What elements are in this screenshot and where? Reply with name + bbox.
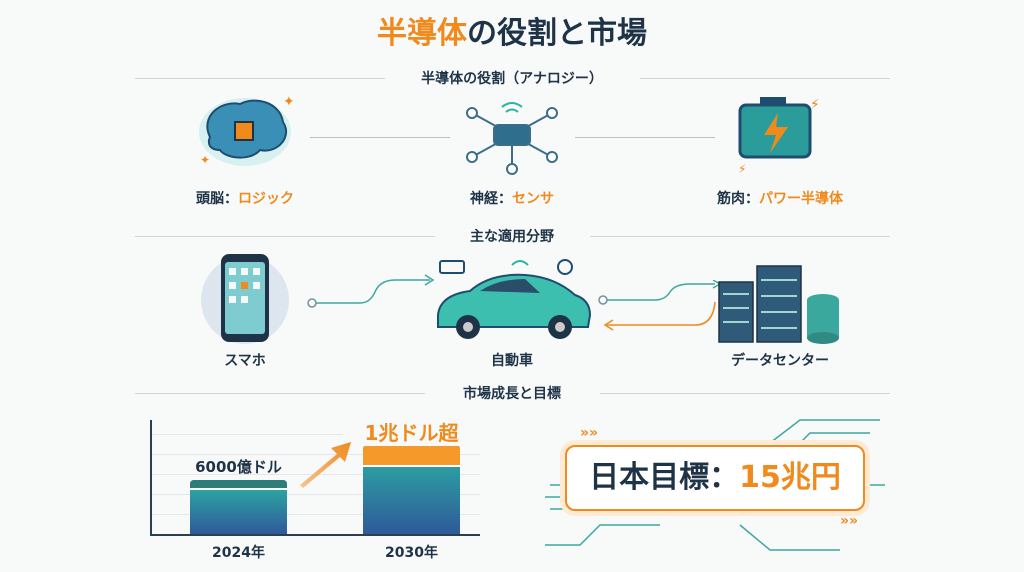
connector-line: [310, 137, 450, 138]
flow-arrow-bidirectional: [598, 280, 722, 331]
divider: [135, 78, 385, 79]
application-label: 自動車: [491, 353, 533, 369]
svg-text:»»: »»: [840, 513, 858, 529]
y-axis: [150, 420, 152, 536]
market-bar-chart: 6000億ドル 2024年 1兆ドル超 2030年: [150, 416, 480, 561]
brain-chip-icon: ✦✦: [199, 94, 295, 167]
application-label: データセンター: [731, 353, 829, 369]
gridline: [152, 514, 480, 515]
divider: [590, 236, 890, 237]
role-label-logic: 頭脳：ロジック: [196, 191, 294, 207]
svg-text:✦: ✦: [200, 153, 210, 167]
growth-arrow-icon: [300, 442, 351, 488]
connector-line: [575, 137, 715, 138]
svg-text:»»: »»: [580, 425, 598, 441]
x-tick-label: 2024年: [212, 545, 265, 561]
divider: [640, 78, 890, 79]
role-label-sensor: 神経：センサ: [470, 191, 554, 207]
role-label-power: 筋肉：パワー半導体: [717, 191, 843, 207]
gridline: [152, 494, 480, 495]
sensor-network-icon: [466, 102, 558, 175]
battery-icon: ⚡⚡: [738, 97, 820, 175]
svg-text:⚡: ⚡: [738, 162, 746, 175]
divider: [135, 393, 425, 394]
x-tick-label: 2030年: [385, 545, 438, 561]
section-heading-market: 市場成長と目標: [463, 386, 561, 402]
divider: [600, 393, 890, 394]
data-label: 6000億ドル: [195, 458, 282, 477]
smartphone-icon: [201, 254, 289, 344]
svg-text:⚡: ⚡: [810, 97, 820, 113]
bar-2024年: [190, 480, 287, 534]
divider: [135, 236, 435, 237]
electric-car-icon: [437, 259, 592, 339]
page-title: 半導体の役割と市場: [377, 16, 647, 51]
svg-text:✦: ✦: [283, 94, 295, 110]
x-axis: [150, 534, 480, 536]
data-label: 1兆ドル超: [343, 416, 480, 446]
flow-arrow: [307, 274, 435, 308]
section-heading-applications: 主な適用分野: [470, 229, 554, 245]
gridline: [152, 434, 480, 435]
bar-2030年: [363, 444, 460, 534]
circuit-decoration: »» »»: [545, 419, 885, 551]
application-label: スマホ: [224, 353, 266, 369]
gridline: [152, 454, 480, 455]
section-heading-roles: 半導体の役割（アナロジー）: [421, 71, 603, 87]
japan-target-box: 日本目標：15兆円: [565, 445, 865, 511]
server-rack-icon: [718, 265, 839, 344]
